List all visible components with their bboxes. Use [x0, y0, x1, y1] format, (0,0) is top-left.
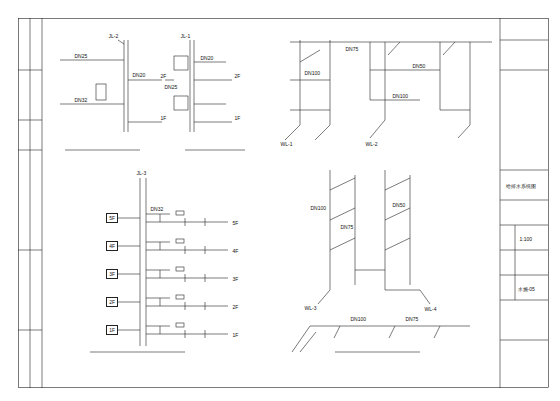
pipe-label: DN32: [74, 97, 88, 103]
pipe-label: DN75: [340, 224, 354, 230]
pipe-label: DN75: [345, 46, 359, 52]
pipe-label: DN100: [350, 316, 367, 322]
pipe-label: 4F: [232, 248, 239, 254]
pipe-label: 5F: [232, 220, 239, 226]
floor-label: 3F: [109, 271, 115, 277]
pipe-label: 2F: [160, 73, 167, 79]
pipe-label: DN75: [405, 316, 419, 322]
floor-label: 2F: [109, 299, 115, 305]
floor-label: 4F: [109, 243, 115, 249]
pipe-label: WL-4: [424, 306, 437, 312]
pipe-label: 给排水系统图: [505, 183, 536, 189]
floor-box: 3F: [106, 269, 118, 279]
pipe-label: DN20: [200, 55, 214, 61]
pipe-label: DN50: [412, 63, 426, 69]
floor-label: 5F: [109, 215, 115, 221]
pipe-label: JL-3: [136, 170, 147, 176]
pipe-label: WL-1: [280, 141, 293, 147]
pipe-label: 1:100: [519, 236, 533, 242]
pipe-label: DN50: [392, 202, 406, 208]
pipe-label: 3F: [232, 276, 239, 282]
floor-box: 4F: [106, 241, 118, 251]
pipe-label: 1F: [234, 115, 241, 121]
pipe-label: DN100: [310, 205, 327, 211]
pipe-label: 2F: [234, 73, 241, 79]
pipe-label: WL-3: [304, 305, 317, 311]
pipe-label: JL-2: [108, 33, 119, 39]
floor-box: 2F: [106, 297, 118, 307]
pipe-label: JL-1: [180, 33, 191, 39]
pipe-label: DN32: [150, 206, 164, 212]
pipe-label: DN25: [74, 53, 88, 59]
pipe-label: 水施-05: [517, 286, 535, 292]
pipe-label: DN20: [132, 72, 146, 78]
pipe-label: DN25: [164, 84, 178, 90]
pipe-label: WL-2: [365, 141, 378, 147]
floor-label: 1F: [109, 327, 115, 333]
pipe-label: 1F: [160, 115, 167, 121]
pipe-label: 1F: [232, 332, 239, 338]
floor-box: 1F: [106, 325, 118, 335]
pipe-label: 2F: [232, 304, 239, 310]
pipe-label: DN100: [392, 93, 409, 99]
pipe-label: DN100: [304, 70, 321, 76]
floor-box: 5F: [106, 213, 118, 223]
